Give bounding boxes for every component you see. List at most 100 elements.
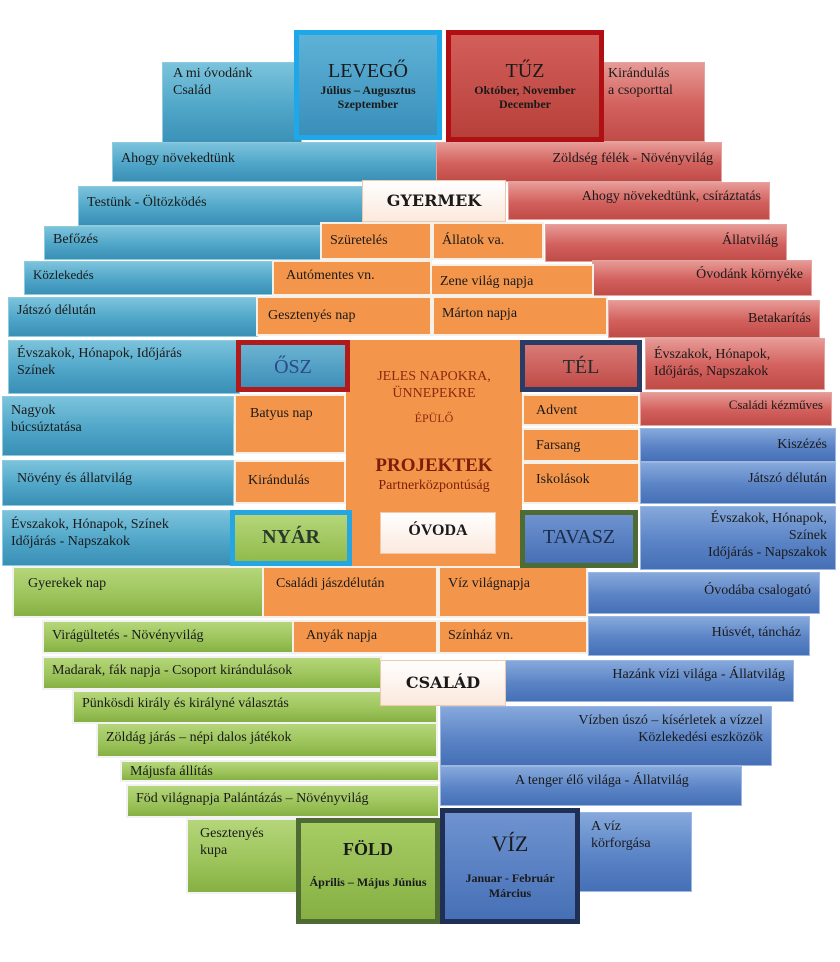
tuz-box: TŰZ Október, November December [446, 30, 604, 142]
label: Gesztenyés nap [268, 308, 356, 323]
label: A mi óvodánk [173, 66, 253, 81]
strip-csaladi-kezmuves: Családi kézműves [640, 392, 832, 426]
strip-punkosdi-kiraly: Pünkösdi király és királyné választás [72, 690, 438, 724]
strip-gesztenyes-kupa: Gesztenyés kupa [186, 818, 298, 894]
label: ÜNNEPEKRE [392, 385, 476, 401]
label: Anyák napja [306, 628, 378, 643]
strip-noveny-allatvilag: Növény és állatvilág [2, 460, 234, 506]
levego-box: LEVEGŐ Július – Augusztus Szeptember [294, 30, 442, 140]
tavasz-box: TAVASZ [520, 510, 638, 568]
label: körforgása [591, 835, 651, 851]
label: Húsvét, táncház [711, 625, 801, 640]
label: Időjárás - Napszakok [11, 533, 130, 549]
strip-a-mi-ovodank: A mi óvodánk Család [162, 62, 302, 146]
label: Ahogy növekedtünk [121, 151, 235, 166]
strip-majusfa-allitas: Májusfa állítás [120, 760, 440, 782]
strip-hazank-vizi-vilaga: Hazánk vízi világa - Állatvilág [504, 660, 794, 702]
label: Kirándulás [608, 66, 670, 81]
label: Szüretelés [330, 233, 388, 248]
label: Autómentes vn. [286, 268, 375, 283]
label: Színek [788, 527, 827, 543]
label: GYERMEK [386, 191, 482, 210]
viz-box: VÍZ Januar - Február Március [440, 808, 580, 924]
orange-iskolasok: Iskolások [522, 462, 640, 504]
label: Évszakok, Hónapok, Színek [11, 517, 169, 532]
strip-kiszezes: Kiszézés [640, 428, 836, 462]
label: Zöldség félék - Növényvilág [552, 151, 713, 166]
orange-allatok-va: Állatok va. [432, 222, 544, 260]
label: Farsang [536, 438, 581, 453]
label: FÖLD [342, 839, 393, 859]
label: PROJEKTEK [375, 455, 493, 476]
label: Növény és állatvilág [17, 471, 133, 486]
label: Víz világnapja [448, 576, 531, 591]
strip-nagyok: Nagyok búcsúztatása [2, 396, 234, 456]
label: Évszakok, Hónapok, Időjárás [17, 346, 182, 361]
label: Vízben úszó – kísérletek a vízzel [578, 713, 763, 728]
strip-viragultetes: Virágültetés - Növényvilág [42, 620, 300, 654]
label: Virágültetés - Növényvilág [52, 628, 204, 643]
strip-evszakok-right-red: Évszakok, Hónapok, Időjárás, Napszakok [645, 338, 825, 390]
label: Testünk - Öltözködés [87, 195, 207, 210]
orange-automentes: Autómentes vn. [272, 260, 432, 296]
strip-madarak-fak-napja: Madarak, fák napja - Csoport kiránduláso… [42, 656, 382, 690]
orange-szinhaz-vn: Színház vn. [438, 620, 588, 654]
label: Időjárás - Napszakok [708, 544, 827, 560]
center-projektek: PROJEKTEK Partnerközpontúság [350, 452, 518, 502]
orange-viz-vilagnapja: Víz világnapja [438, 566, 588, 618]
label: Hazánk vízi világa - Állatvilág [612, 667, 785, 682]
orange-farsang: Farsang [522, 428, 640, 462]
strip-evszakok-right-blue: Évszakok, Hónapok, Színek Időjárás - Nap… [640, 506, 836, 570]
csalad-label: CSALÁD [380, 660, 506, 706]
label: Májusfa állítás [130, 764, 213, 779]
orange-kirandulas: Kirándulás [234, 460, 346, 504]
strip-ahogy-csiraztatas: Ahogy növekedtünk, csíráztatás [508, 182, 770, 220]
label: ÓVODA [408, 522, 468, 539]
label: CSALÁD [405, 673, 481, 692]
label: Partnerközpontúság [378, 477, 490, 493]
fold-box: FÖLD Április – Május Június [296, 818, 440, 924]
label: Gyerekek nap [28, 576, 107, 591]
label: TÉL [562, 356, 600, 378]
label: LEVEGŐ [328, 60, 408, 82]
orange-batyus-nap: Batyus nap [234, 394, 346, 454]
label: JELES NAPOKRA, [377, 369, 491, 384]
label: NYÁR [262, 526, 320, 548]
label: Október, November December [474, 83, 576, 112]
label: Januar - Február Március [465, 871, 555, 900]
strip-evszakok-honapok-szinek: Évszakok, Hónapok, Színek Időjárás - Nap… [2, 510, 234, 566]
label: TŰZ [505, 60, 545, 82]
label: Iskolások [536, 472, 590, 487]
label: Közlekedés [33, 267, 94, 282]
label: Állatok va. [442, 233, 505, 248]
orange-gesztenyes-nap: Gesztenyés nap [256, 296, 432, 336]
strip-ovodaba-csalogato: Óvodába csalogató [588, 572, 820, 614]
label: Április – Május Június [309, 874, 427, 889]
label: Pünkösdi király és királyné választás [82, 696, 289, 711]
label: Óvodába csalogató [704, 583, 811, 598]
orange-zene-vilag-napja: Zene világ napja [430, 264, 594, 296]
orange-anyak-napja: Anyák napja [292, 620, 438, 654]
nyar-box: NYÁR [230, 510, 352, 566]
strip-jatszo-delutan: Játszó délután [8, 297, 258, 337]
label: A víz [591, 819, 621, 834]
label: Állatvilág [722, 233, 778, 248]
label: Betakarítás [748, 311, 811, 326]
label: Családi kézműves [728, 397, 823, 412]
label: Márton napja [442, 306, 518, 321]
strip-betakaritas: Betakarítás [608, 300, 820, 338]
orange-csaladi-jaszdelutan: Családi jászdélután [262, 566, 438, 618]
orange-advent: Advent [522, 394, 640, 426]
strip-viz-korforgasa: A víz körforgása [576, 812, 692, 892]
strip-ovodank-kornyeke: Óvodánk környéke [592, 260, 812, 296]
strip-tenger-elo-vilaga: A tenger élő világa - Állatvilág [440, 766, 742, 806]
strip-gyerekek-nap: Gyerekek nap [12, 566, 272, 618]
label: Nagyok [11, 403, 56, 418]
label: Befőzés [53, 232, 99, 247]
label: Gesztenyés [200, 826, 264, 841]
label: Játszó délután [17, 303, 96, 318]
center-jeles-napokra: JELES NAPOKRA, ÜNNEPEKRE ÉPÜLŐ [350, 366, 518, 446]
label: Évszakok, Hónapok, [654, 347, 771, 362]
label: Családi jászdélután [276, 576, 385, 591]
label: Közlekedési eszközök [638, 729, 763, 745]
